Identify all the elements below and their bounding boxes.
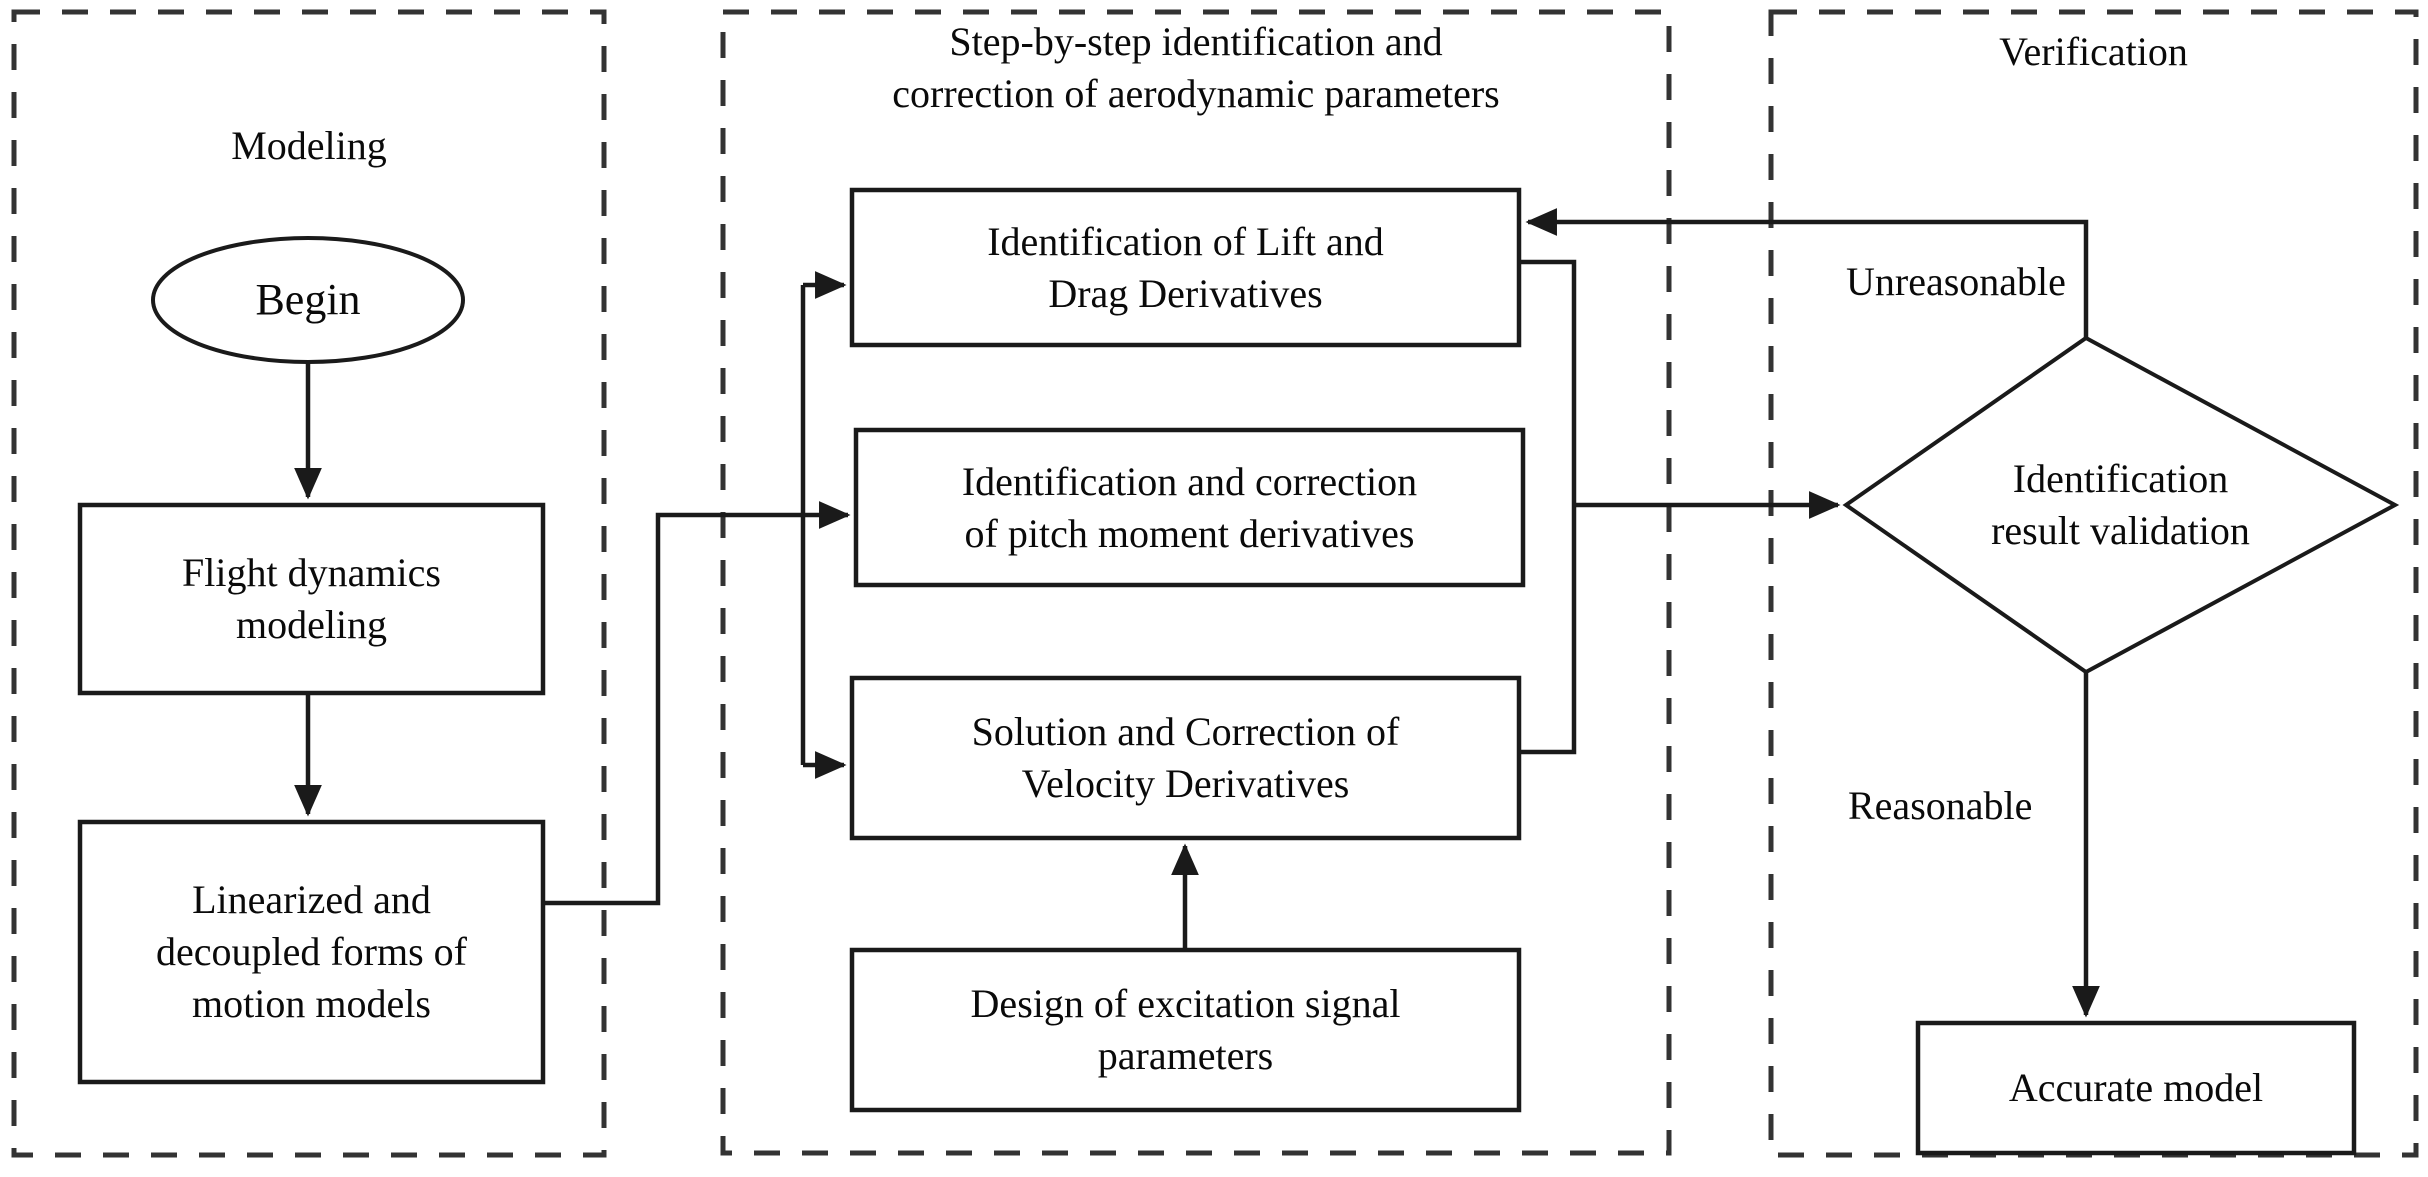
panel-title-verification-text: Verification bbox=[1999, 29, 2188, 74]
panel-title-modeling-text: Modeling bbox=[231, 123, 387, 168]
panel-identification-border bbox=[720, 9, 1672, 1156]
panel-title-identification: Step-by-step identification and correcti… bbox=[723, 16, 1669, 120]
edge-label-reasonable: Reasonable bbox=[1848, 782, 2032, 829]
edge-linearized-to-trunk bbox=[543, 512, 803, 906]
node-flight-dynamics-shape[interactable] bbox=[77, 502, 546, 696]
node-velocity-shape[interactable] bbox=[849, 675, 1522, 841]
edge-label-unreasonable: Unreasonable bbox=[1846, 258, 2066, 305]
node-pitch-moment-shape[interactable] bbox=[853, 427, 1526, 588]
node-excitation-shape[interactable] bbox=[849, 947, 1522, 1113]
node-accurate-model-shape[interactable] bbox=[1915, 1020, 2357, 1156]
panel-title-identification-line1: Step-by-step identification and bbox=[949, 19, 1443, 64]
node-lift-drag-shape[interactable] bbox=[849, 187, 1522, 348]
edge-unreasonable-feedback bbox=[1525, 208, 2089, 338]
panel-title-verification: Verification bbox=[1771, 26, 2416, 78]
node-begin-shape[interactable] bbox=[151, 236, 465, 364]
edge-label-unreasonable-text: Unreasonable bbox=[1846, 259, 2066, 304]
node-linearized-shape[interactable] bbox=[77, 819, 546, 1085]
panel-title-modeling: Modeling bbox=[14, 120, 604, 172]
edge-label-reasonable-text: Reasonable bbox=[1848, 783, 2033, 828]
panel-verification-border bbox=[1768, 9, 2419, 1158]
edge-right-collector bbox=[1519, 259, 1577, 755]
panel-modeling-border bbox=[11, 9, 607, 1158]
panel-title-identification-line2: correction of aerodynamic parameters bbox=[892, 71, 1500, 116]
node-validation-shape[interactable] bbox=[1842, 335, 2400, 675]
